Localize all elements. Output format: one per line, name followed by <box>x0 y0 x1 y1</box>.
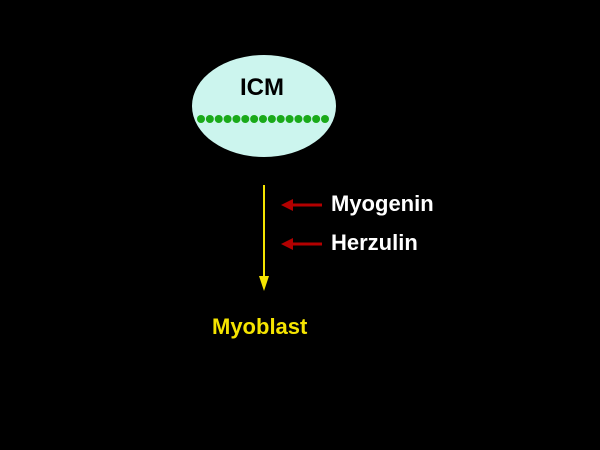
icm-dot <box>312 115 321 123</box>
icm-dot <box>259 115 267 123</box>
icm-dot <box>197 115 205 123</box>
icm-dot <box>267 115 276 123</box>
herzulin-label: Herzulin <box>331 230 418 255</box>
myogenin-arrow <box>281 199 322 211</box>
myoblast-label: Myoblast <box>212 314 308 339</box>
icm-dot <box>241 115 250 123</box>
icm-dots <box>197 115 329 123</box>
icm-dot <box>223 115 232 123</box>
icm-dot <box>205 115 214 123</box>
icm-dot <box>250 115 259 123</box>
icm-label: ICM <box>240 74 284 101</box>
herzulin-arrow <box>281 238 322 250</box>
icm-dot <box>321 115 329 123</box>
icm-dot <box>285 115 294 123</box>
myogenin-label: Myogenin <box>331 191 434 216</box>
icm-dot <box>232 115 241 123</box>
icm-dot <box>214 115 223 123</box>
icm-ellipse <box>192 55 336 157</box>
icm-dot <box>303 115 312 123</box>
icm-dot <box>276 115 285 123</box>
differentiation-arrowhead <box>259 276 269 291</box>
icm-dot <box>294 115 303 123</box>
